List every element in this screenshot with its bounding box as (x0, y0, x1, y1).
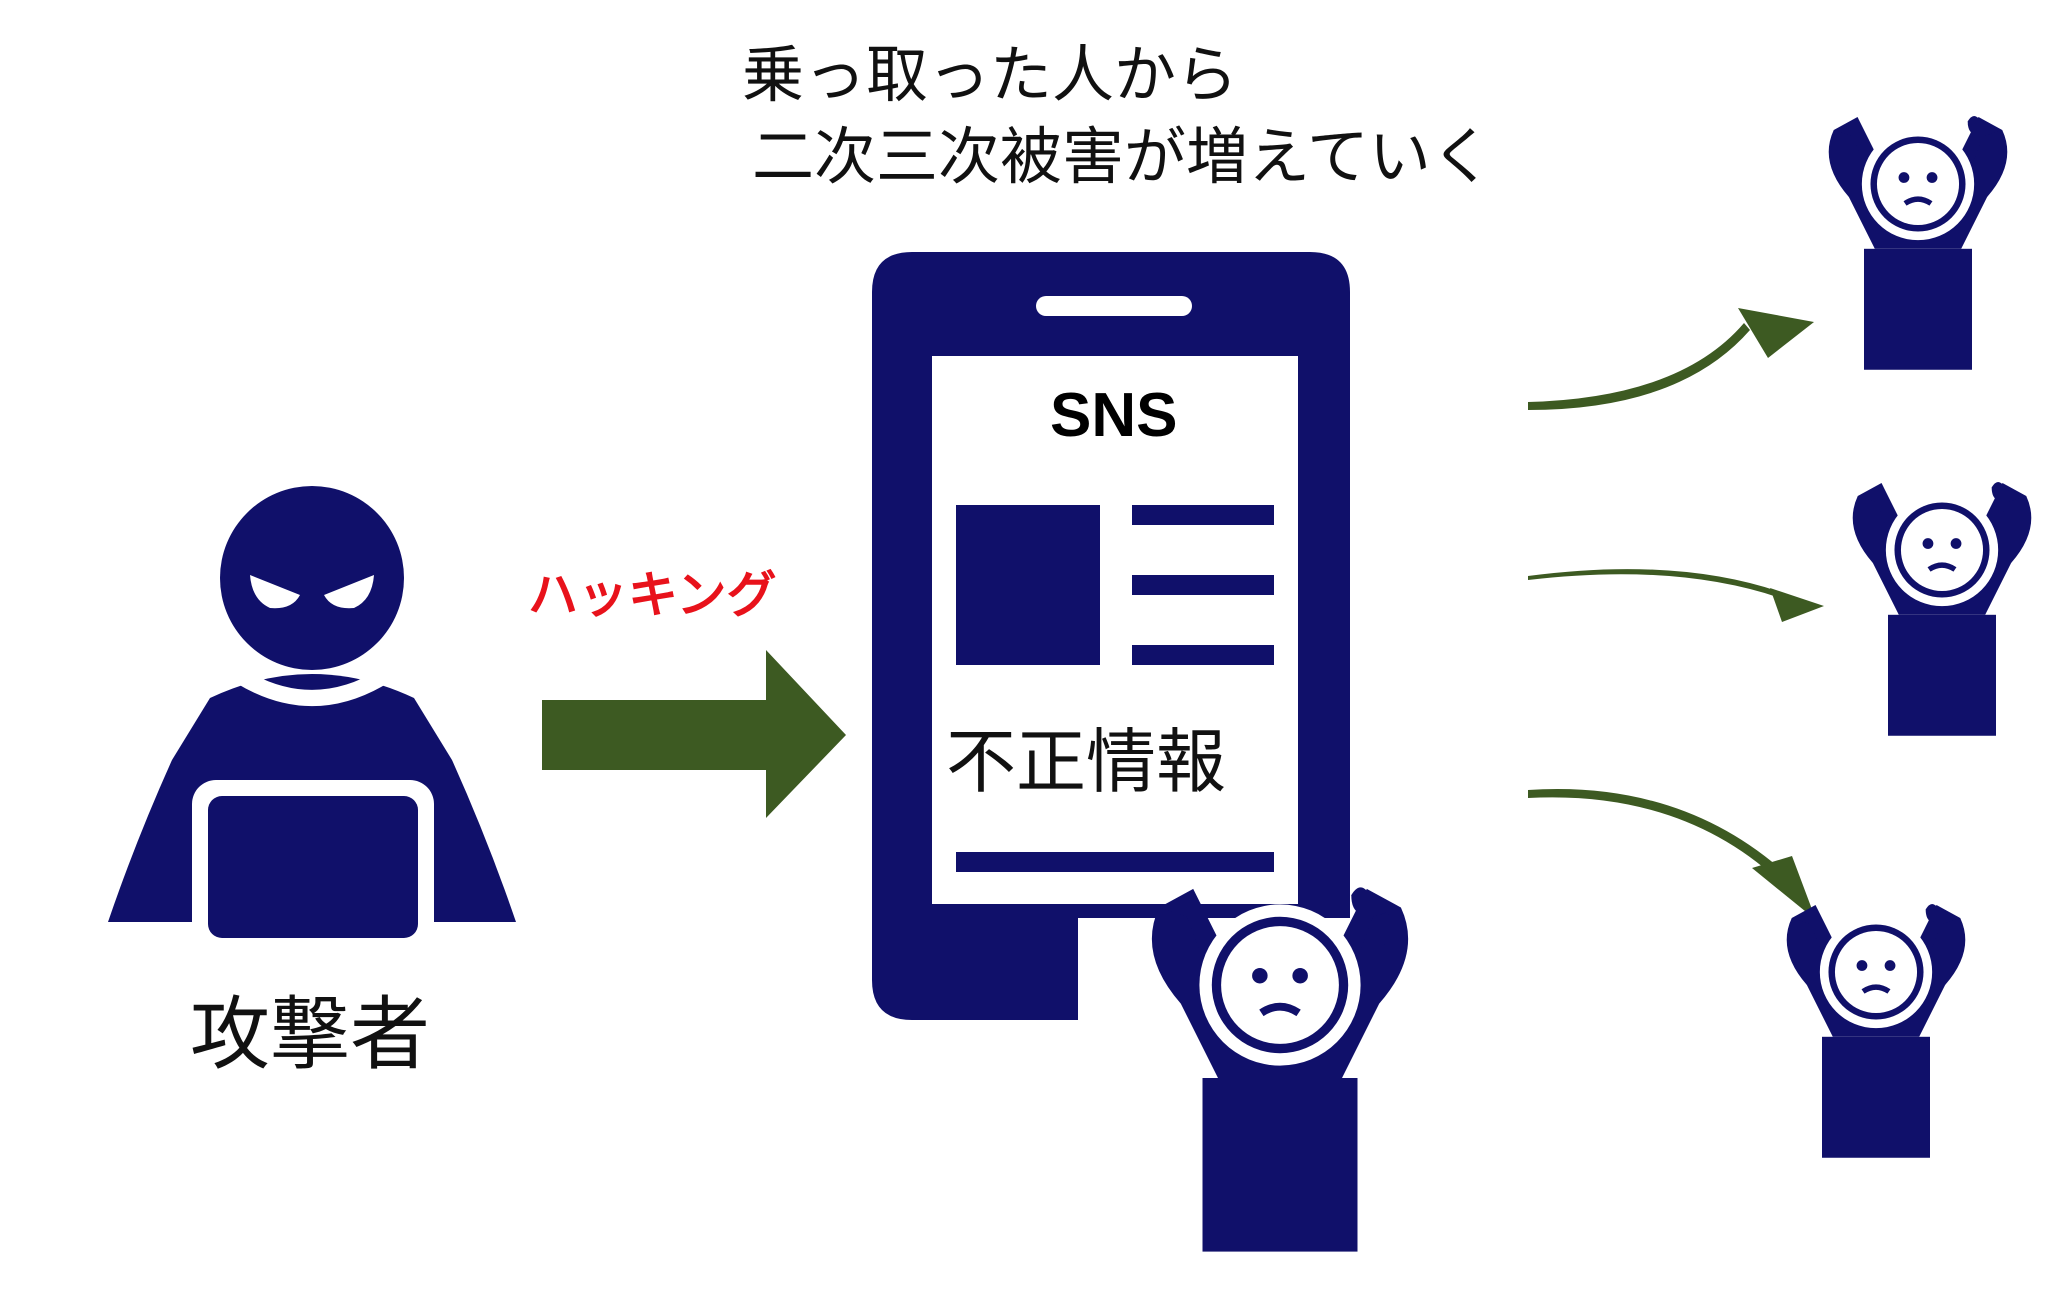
curved-arrow-icon (1528, 789, 1784, 880)
sns-label: SNS (1050, 381, 1178, 450)
spread-arrows (1528, 308, 1824, 920)
fraudulent-info-label: 不正情報 (946, 721, 1226, 803)
curved-arrow-icon (1528, 323, 1750, 410)
victim-icon (1152, 887, 1408, 1251)
caption-line-2: 二次三次被害が増えていく (752, 120, 1493, 193)
attacker-icon (108, 486, 516, 946)
hacking-label: ハッキング (528, 566, 777, 624)
caption-line-1: 乗っ取った人から (742, 38, 1239, 111)
smartphone-icon (872, 252, 1350, 1020)
hacking-arrow-icon (542, 650, 846, 818)
curved-arrow-icon (1528, 569, 1786, 600)
curved-arrow-icon (1738, 308, 1814, 358)
victim-icon (1853, 482, 2032, 736)
victim-icon (1787, 904, 1966, 1158)
victim-icon (1829, 116, 2008, 370)
curved-arrow-icon (1770, 588, 1824, 622)
curved-arrow-icon (1752, 856, 1816, 920)
attacker-label: 攻撃者 (190, 988, 430, 1081)
